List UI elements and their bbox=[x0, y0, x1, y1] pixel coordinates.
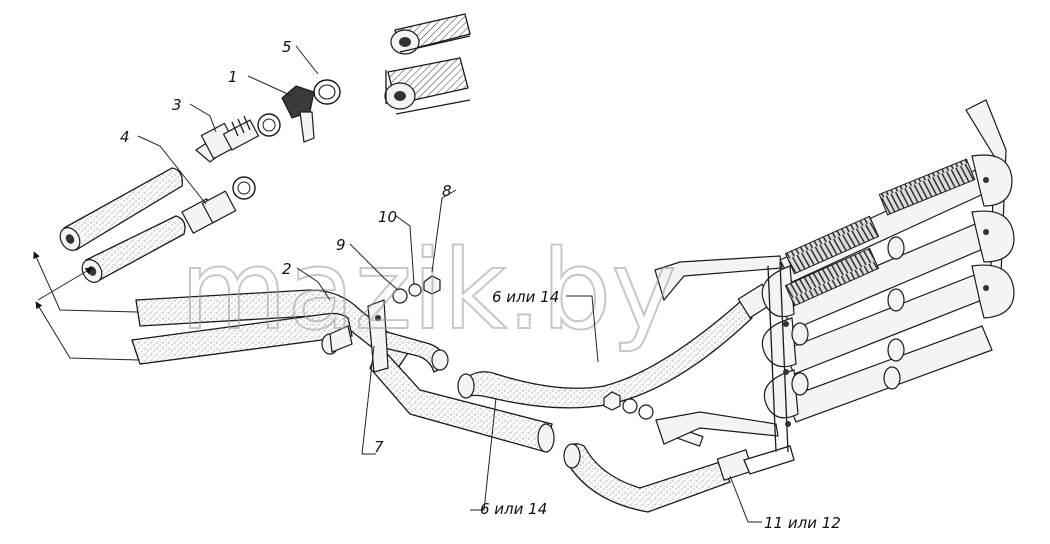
pipe-section-detail bbox=[384, 13, 471, 115]
leader-lines bbox=[137, 45, 762, 523]
union-fitting-3 bbox=[195, 115, 260, 163]
assembly-arrows bbox=[33, 251, 139, 361]
callout-10: 10 bbox=[378, 208, 397, 226]
short-hoses bbox=[59, 167, 186, 283]
banjo-fitting bbox=[257, 79, 341, 143]
union-fitting-4 bbox=[181, 176, 256, 234]
callout-2: 2 bbox=[282, 260, 292, 278]
callout-6-upper: 6 или 14 bbox=[492, 288, 559, 306]
callout-8: 8 bbox=[442, 182, 452, 200]
callout-11: 11 или 12 bbox=[764, 514, 841, 532]
callout-5: 5 bbox=[282, 38, 292, 56]
watermark: mazik.by bbox=[180, 226, 676, 354]
callout-9: 9 bbox=[336, 236, 346, 254]
hose-11 bbox=[563, 443, 795, 513]
callout-6-lower: 6 или 14 bbox=[480, 500, 547, 518]
hose-2 bbox=[131, 289, 411, 369]
callout-7: 7 bbox=[374, 438, 384, 456]
callout-1: 1 bbox=[228, 68, 238, 86]
hose-6-lower bbox=[369, 329, 555, 453]
callout-3: 3 bbox=[172, 96, 182, 114]
callout-4: 4 bbox=[120, 128, 130, 146]
heater-core bbox=[654, 99, 1015, 453]
